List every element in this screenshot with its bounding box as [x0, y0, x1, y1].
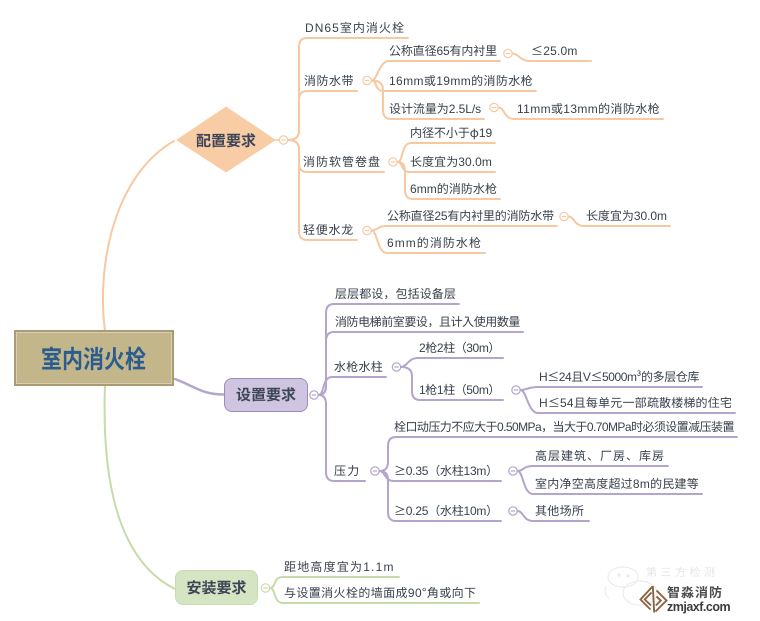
topic-installation-requirements[interactable]: 安装要求 [175, 570, 258, 605]
collapse-minus-icon[interactable] [260, 583, 271, 593]
node-pressure[interactable]: 压力 [334, 462, 361, 479]
root-label: 室内消火栓 [41, 340, 147, 376]
node-hose-reel[interactable]: 消防软管卷盘 [303, 153, 382, 170]
watermark-site: zmjaxf.com [667, 596, 731, 615]
collapse-minus-icon[interactable] [391, 362, 402, 372]
collapse-minus-icon[interactable] [278, 135, 289, 145]
node-fire-hose[interactable]: 消防水带 [304, 72, 355, 89]
collapse-buttons [260, 48, 569, 593]
node-p025[interactable]: ≥0.25（水柱10m） [394, 502, 498, 519]
node-p035[interactable]: ≥0.35（水柱13m） [394, 462, 498, 479]
collapse-minus-icon[interactable] [503, 48, 513, 59]
collapse-minus-icon[interactable] [508, 506, 518, 516]
node-two-guns[interactable]: 2枪2柱（30m） [419, 339, 501, 356]
node-nozzle-6mm-2[interactable]: 6mm的消防水枪 [387, 234, 482, 251]
collapse-minus-icon[interactable] [362, 75, 372, 86]
node-lined-dn25[interactable]: 公称直径25有内衬里的消防水带 [387, 207, 554, 224]
node-warehouse[interactable]: H≤24且V≤5000m³的多层仓库 [539, 368, 699, 385]
node-nozzle-16-19[interactable]: 16mm或19mm的消防水枪 [389, 72, 534, 89]
node-other-places[interactable]: 其他场所 [535, 502, 585, 519]
node-outlet-pressure[interactable]: 栓口动压力不应大于0.50MPa，当大于0.70MPa时必须设置减压装置 [394, 418, 734, 435]
node-every-floor[interactable]: 层层都设，包括设备层 [335, 285, 457, 302]
root-node[interactable]: 室内消火栓 [14, 330, 174, 386]
collapse-minus-icon[interactable] [362, 225, 372, 236]
node-water-columns[interactable]: 水枪水柱 [334, 358, 384, 375]
watermark: 智淼消防 zmjaxf.com [667, 584, 759, 612]
node-residence[interactable]: H≤54且每单元一部疏散楼梯的住宅 [539, 394, 733, 411]
node-max-25m[interactable]: ≤25.0m [531, 42, 578, 59]
topic-diamond-configuration[interactable] [176, 106, 276, 173]
node-height-1-1m[interactable]: 距地高度宜为1.1m [284, 558, 395, 575]
node-dn65-hydrant[interactable]: DN65室内消火栓 [305, 19, 406, 36]
node-flow-2-5[interactable]: 设计流量为2.5L/s [389, 100, 482, 117]
node-nozzle-11-13[interactable]: 11mm或13mm的消防水枪 [517, 100, 660, 117]
node-inner-dia-19[interactable]: 内径不小于φ19 [410, 124, 493, 141]
topic-setup-requirements[interactable]: 设置要求 [224, 377, 308, 412]
collapse-minus-icon[interactable] [559, 211, 569, 222]
node-len-30m-2[interactable]: 长度宜为30.0m [586, 207, 667, 224]
collapse-minus-icon[interactable] [489, 102, 499, 113]
node-nozzle-6mm[interactable]: 6mm的消防水枪 [410, 180, 497, 197]
node-lined-dn65[interactable]: 公称直径65有内衬里 [389, 42, 497, 59]
node-elevator-lobby[interactable]: 消防电梯前室要设，且计入使用数量 [335, 313, 520, 330]
topic-configuration-requirements[interactable]: 配置要求 [195, 129, 256, 151]
watermark-logo-icon [639, 585, 668, 613]
collapse-minus-icon[interactable] [309, 390, 319, 400]
collapse-minus-icon[interactable] [511, 385, 521, 395]
node-one-gun[interactable]: 1枪1柱（50m） [419, 381, 501, 398]
node-light-water-gun[interactable]: 轻便水龙 [303, 221, 355, 238]
collapse-minus-icon[interactable] [370, 466, 380, 476]
watermark-ghost-text: 第三方检测 [646, 564, 719, 580]
collapse-minus-icon[interactable] [388, 157, 398, 167]
watermark-brand: 智淼消防 [667, 582, 724, 601]
node-clear-8m[interactable]: 室内净空高度超过8m的民建等 [535, 475, 700, 492]
node-highrise[interactable]: 高层建筑、厂房、库房 [535, 447, 666, 464]
collapse-minus-icon[interactable] [508, 466, 518, 476]
connector-lines [102, 37, 738, 604]
watermark-doodle-icon [604, 566, 658, 606]
node-angle-90[interactable]: 与设置消火栓的墙面成90°角或向下 [284, 584, 477, 601]
node-len-30m[interactable]: 长度宜为30.0m [410, 153, 492, 170]
